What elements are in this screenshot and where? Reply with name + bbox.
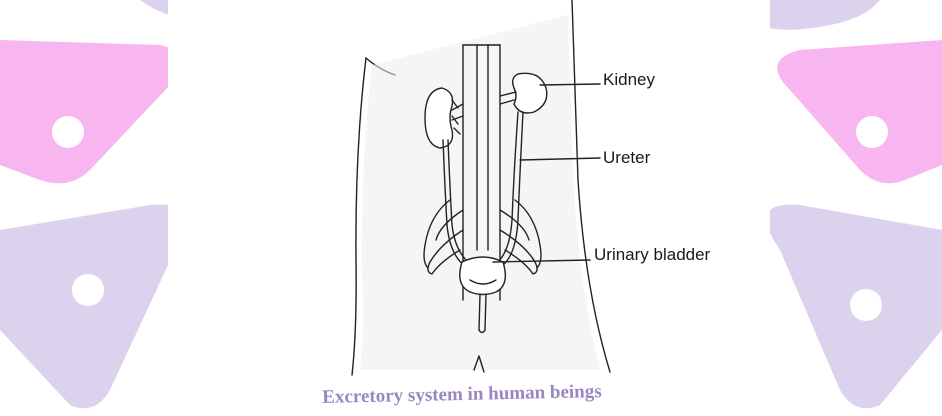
kidney-leader — [540, 84, 600, 85]
urinary-bladder-label: Urinary bladder — [594, 245, 710, 265]
urinary-bladder — [460, 257, 506, 295]
left-kidney — [425, 88, 453, 148]
ureter-label: Ureter — [603, 148, 650, 168]
right-kidney — [513, 73, 547, 113]
kidney-label: Kidney — [603, 70, 655, 90]
